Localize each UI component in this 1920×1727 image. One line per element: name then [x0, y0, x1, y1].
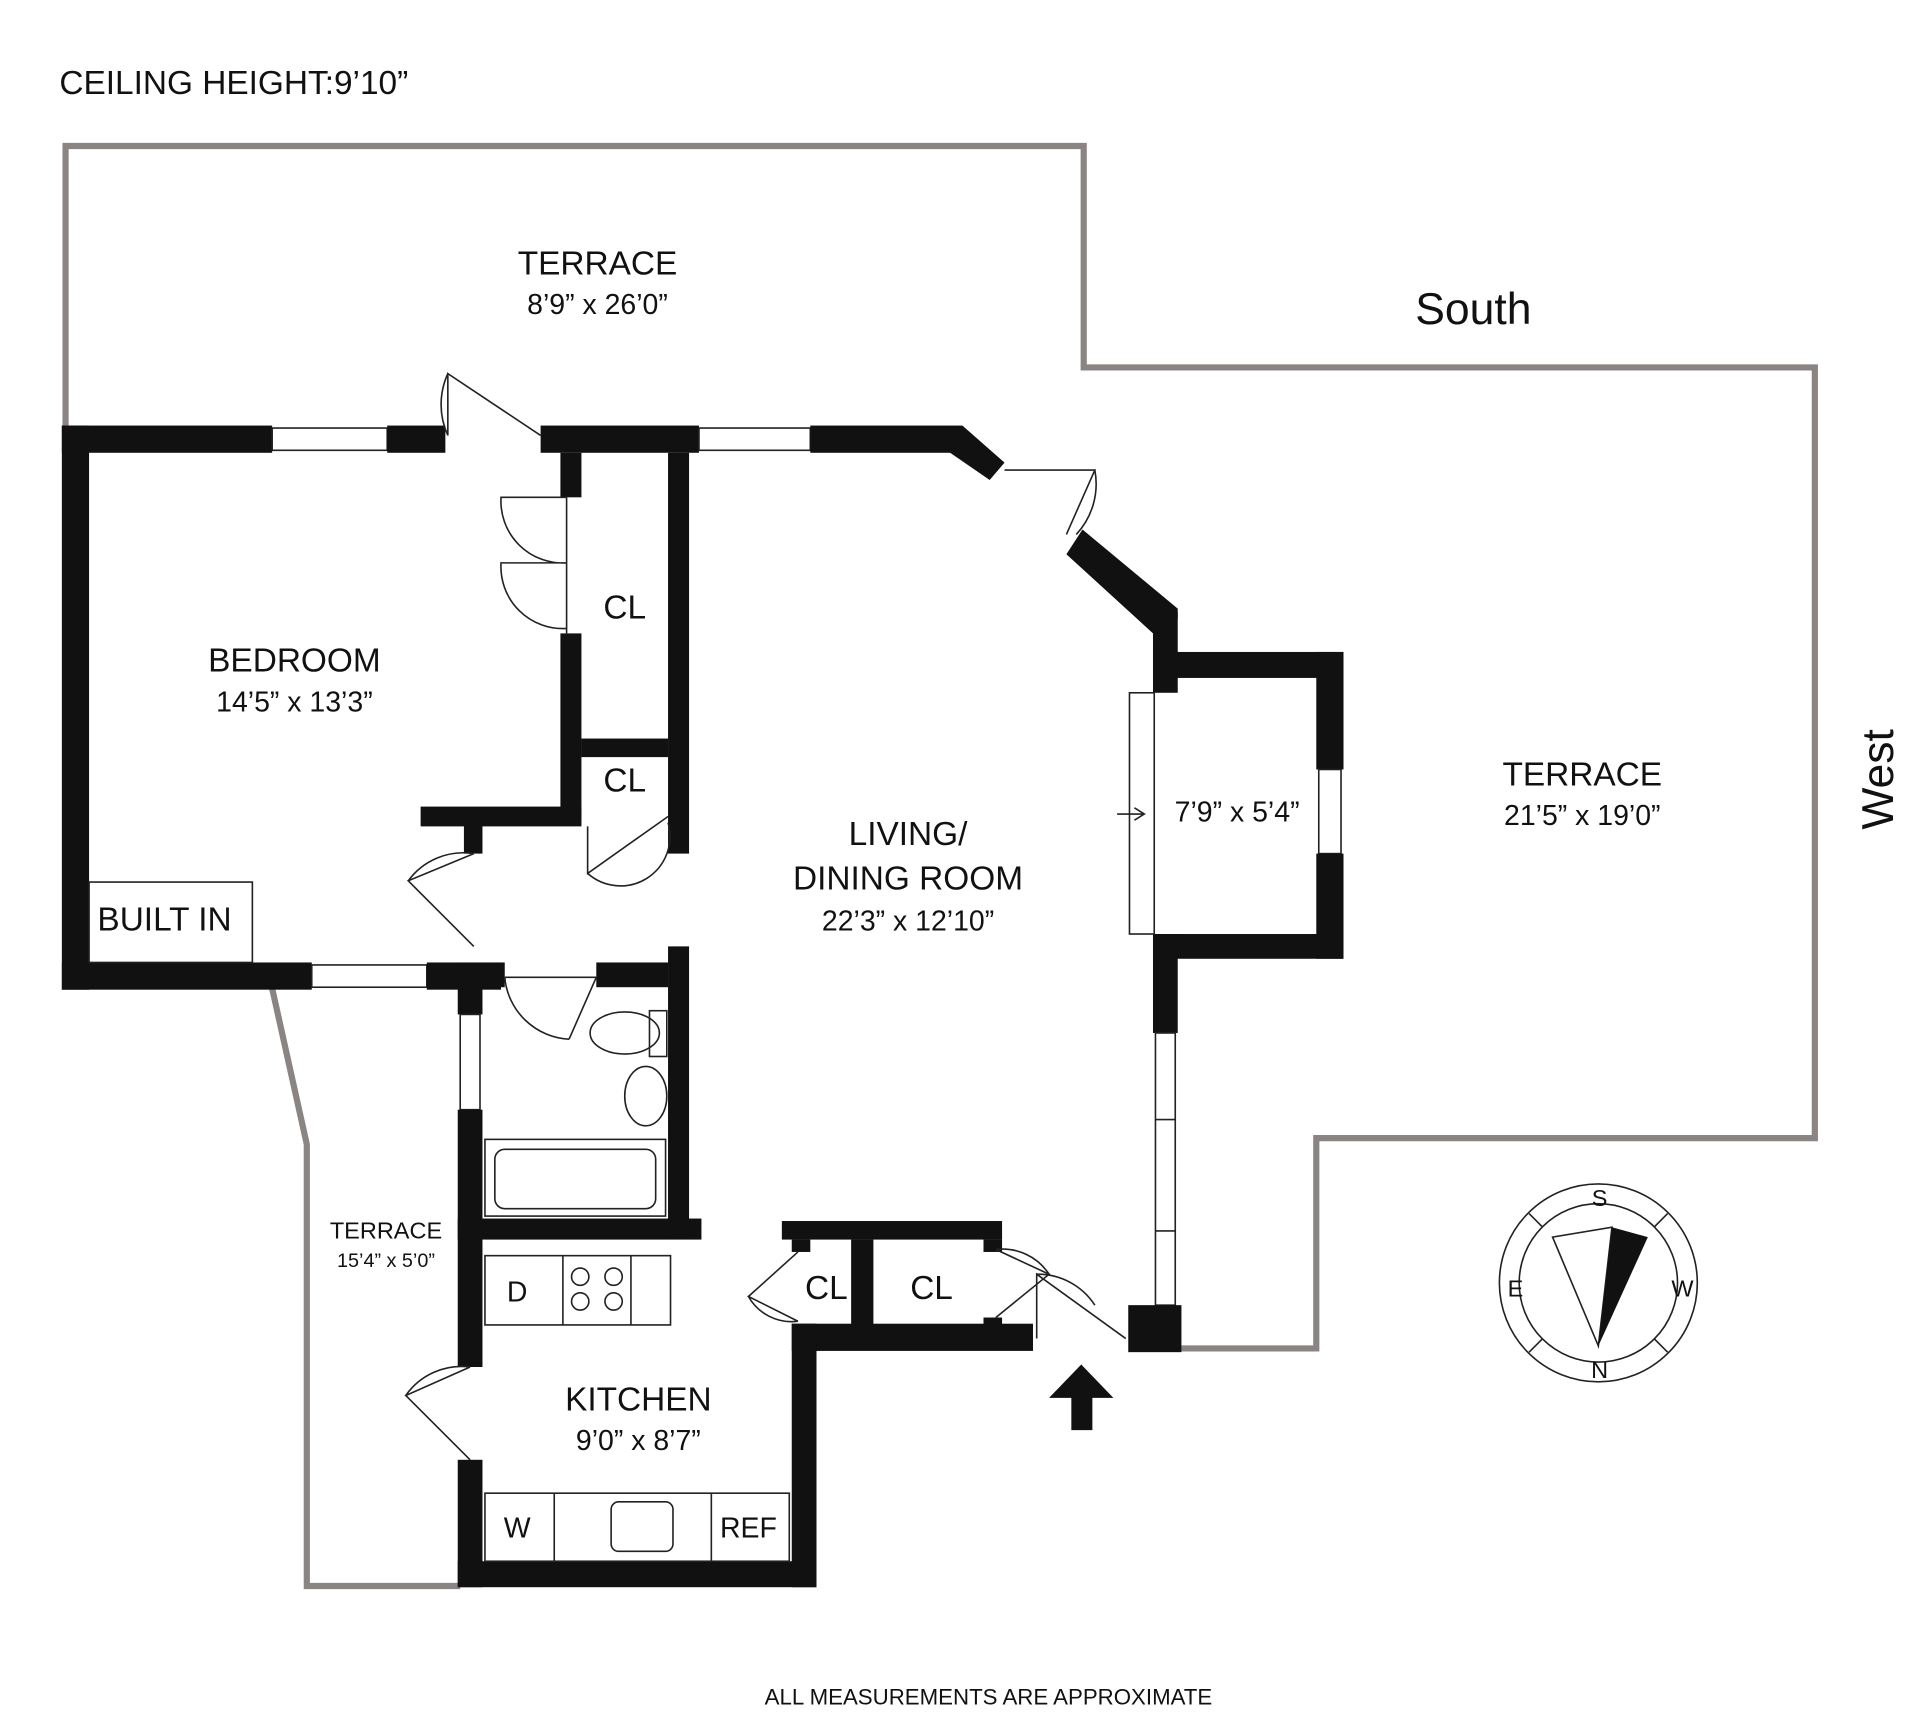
south-label: South	[1415, 285, 1531, 334]
closet-label: CL	[603, 590, 646, 627]
terrace-small-name: TERRACE	[330, 1217, 442, 1243]
compass-e: E	[1508, 1275, 1524, 1301]
west-label: West	[1854, 728, 1903, 829]
compass-n: N	[1591, 1357, 1608, 1383]
dishwasher-label: D	[507, 1276, 528, 1308]
closet-label: CL	[805, 1270, 848, 1307]
terrace-outline-small	[266, 976, 461, 1590]
terrace-north-dims: 8’9” x 26’0”	[527, 289, 668, 321]
closet-label: CL	[603, 763, 646, 800]
kitchen-dims: 9’0” x 8’7”	[576, 1425, 701, 1457]
compass-w: W	[1671, 1275, 1694, 1301]
washer-label: W	[504, 1513, 531, 1545]
bay-dims: 7’9” x 5’4”	[1175, 796, 1300, 828]
bedroom-name: BEDROOM	[208, 643, 381, 680]
bedroom-dims: 14’5” x 13’3”	[216, 686, 373, 718]
compass-icon: S N E W	[1498, 1183, 1699, 1383]
refrigerator-label: REF	[720, 1513, 777, 1545]
terrace-west-dims: 21’5” x 19’0”	[1504, 800, 1661, 832]
terrace-small-dims: 15’4” x 5’0”	[337, 1250, 435, 1272]
living-name-1: LIVING/	[849, 816, 968, 853]
living-name-2: DINING ROOM	[793, 860, 1023, 897]
kitchen-name: KITCHEN	[565, 1381, 712, 1418]
living-dims: 22’3” x 12’10”	[822, 905, 994, 937]
compass-s: S	[1592, 1185, 1608, 1211]
terrace-north-name: TERRACE	[518, 246, 678, 283]
footer-note: ALL MEASUREMENTS ARE APPROXIMATE	[765, 1685, 1213, 1710]
walls	[61, 425, 1344, 1588]
closet-label: CL	[910, 1270, 953, 1307]
built-in-label: BUILT IN	[97, 901, 231, 938]
doors	[404, 372, 1146, 1461]
entrance-arrow-icon	[1049, 1364, 1114, 1431]
ceiling-height: CEILING HEIGHT:9’10”	[59, 65, 408, 102]
terrace-west-name: TERRACE	[1502, 757, 1662, 794]
terrace-outline-main	[62, 142, 1818, 1352]
